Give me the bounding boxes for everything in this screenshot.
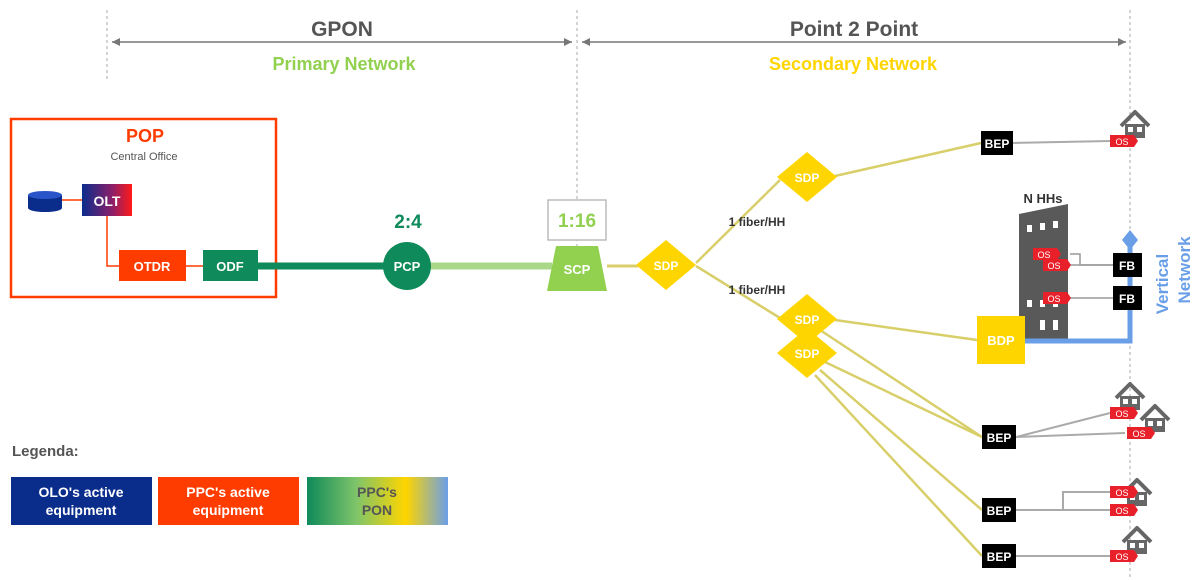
svg-text:OS: OS <box>1115 409 1128 419</box>
os-house-1: OS <box>1110 135 1138 147</box>
legend-olo-swatch <box>11 477 152 525</box>
sdp-bottom-label: SDP <box>795 347 820 361</box>
svg-text:OS: OS <box>1115 506 1128 516</box>
sdp-main-label: SDP <box>654 259 679 273</box>
pop-title: POP <box>126 126 164 146</box>
os-house-3: OS <box>1127 427 1155 439</box>
odf-node[interactable] <box>203 250 258 281</box>
sdp-bottom[interactable]: SDP <box>777 328 837 378</box>
bep-node-2[interactable] <box>982 425 1016 449</box>
scp-label: SCP <box>564 262 591 277</box>
svg-text:OS: OS <box>1047 261 1060 271</box>
gpon-title: GPON <box>311 18 373 41</box>
bep-label-3: BEP <box>987 504 1012 518</box>
bep-node-3[interactable] <box>982 498 1016 522</box>
gpon-arrowhead-right <box>564 38 572 46</box>
olt-label: OLT <box>94 193 121 209</box>
legend-pon-line2: PON <box>362 502 392 518</box>
bep-label-2: BEP <box>987 431 1012 445</box>
os-house-5: OS <box>1110 504 1138 516</box>
sdp-middle[interactable]: SDP <box>777 294 837 344</box>
p2p-arrowhead-right <box>1118 38 1126 46</box>
sdp-middle-label: SDP <box>795 313 820 327</box>
pop-box <box>9 117 278 299</box>
legend-ppc-active-line2: equipment <box>193 502 264 518</box>
legend-pon-line1: PPC's <box>357 484 397 500</box>
fb-node-2[interactable] <box>1113 286 1142 310</box>
bep-label-4: BEP <box>987 550 1012 564</box>
otdr-label: OTDR <box>134 259 171 274</box>
svg-text:OS: OS <box>1115 552 1128 562</box>
os-house-6: OS <box>1110 550 1138 562</box>
fb-node-1[interactable] <box>1113 253 1142 277</box>
svg-text:OS: OS <box>1037 250 1050 260</box>
bdp-node[interactable] <box>977 316 1025 364</box>
legend-ppc-active-swatch <box>158 477 299 525</box>
fb-label-2: FB <box>1119 292 1135 306</box>
svg-text:OS: OS <box>1047 294 1060 304</box>
olt-otdr-link <box>106 216 120 267</box>
building-os-links <box>1070 253 1113 299</box>
svg-text:OS: OS <box>1132 429 1145 439</box>
os-building-3: OS <box>1043 292 1071 304</box>
bep-house-links <box>1011 140 1126 557</box>
os-building-2: OS <box>1043 259 1071 271</box>
primary-network-label: Primary Network <box>272 54 416 74</box>
legend-olo-line1: OLO's active <box>38 484 123 500</box>
fb-label-1: FB <box>1119 259 1135 273</box>
pcp-label: PCP <box>394 259 421 274</box>
svg-text:OS: OS <box>1115 137 1128 147</box>
olt-node[interactable] <box>82 184 132 216</box>
sdp-top-label: SDP <box>795 171 820 185</box>
scp-ratio-box <box>547 199 607 241</box>
vertical-fiber-top <box>1122 230 1138 250</box>
secondary-network-label: Secondary Network <box>769 54 938 74</box>
database-icon <box>28 191 62 212</box>
pop-subtitle: Central Office <box>110 151 177 163</box>
odf-label: ODF <box>216 259 244 274</box>
os-building-1: OS <box>1033 248 1061 260</box>
fiber-per-hh-label-2: 1 fiber/HH <box>729 283 786 297</box>
otdr-node[interactable] <box>119 250 186 281</box>
house-icon-1 <box>1119 110 1151 140</box>
os-house-4: OS <box>1110 486 1138 498</box>
gpon-arrowhead-left <box>112 38 120 46</box>
pcp-node[interactable] <box>383 242 431 290</box>
legend-olo-line2: equipment <box>46 502 117 518</box>
legend-pon-swatch <box>307 477 448 525</box>
sdp-main[interactable]: SDP <box>636 240 696 290</box>
p2p-title: Point 2 Point <box>790 18 918 41</box>
house-icon-2 <box>1114 382 1146 412</box>
vertical-network-label-2: Network <box>1175 236 1194 304</box>
sdp-top[interactable]: SDP <box>777 152 837 202</box>
bep-node-1[interactable] <box>981 131 1013 155</box>
scp-ratio: 1:16 <box>558 211 596 232</box>
legend-title: Legenda: <box>12 443 79 460</box>
pcp-ratio: 2:4 <box>394 212 422 233</box>
bep-label-1: BEP <box>985 137 1010 151</box>
scp-node[interactable] <box>547 246 607 291</box>
bdp-label: BDP <box>987 333 1015 348</box>
bep-node-4[interactable] <box>982 544 1016 568</box>
vertical-network-label-1: Vertical <box>1153 254 1172 315</box>
p2p-arrowhead-left <box>582 38 590 46</box>
svg-text:OS: OS <box>1115 488 1128 498</box>
n-hhs-label: N HHs <box>1023 191 1062 206</box>
building-icon <box>1019 204 1068 340</box>
fiber-per-hh-label-1: 1 fiber/HH <box>729 215 786 229</box>
os-house-2: OS <box>1110 407 1138 419</box>
secondary-fibers <box>695 141 983 557</box>
legend-ppc-active-line1: PPC's active <box>186 484 270 500</box>
